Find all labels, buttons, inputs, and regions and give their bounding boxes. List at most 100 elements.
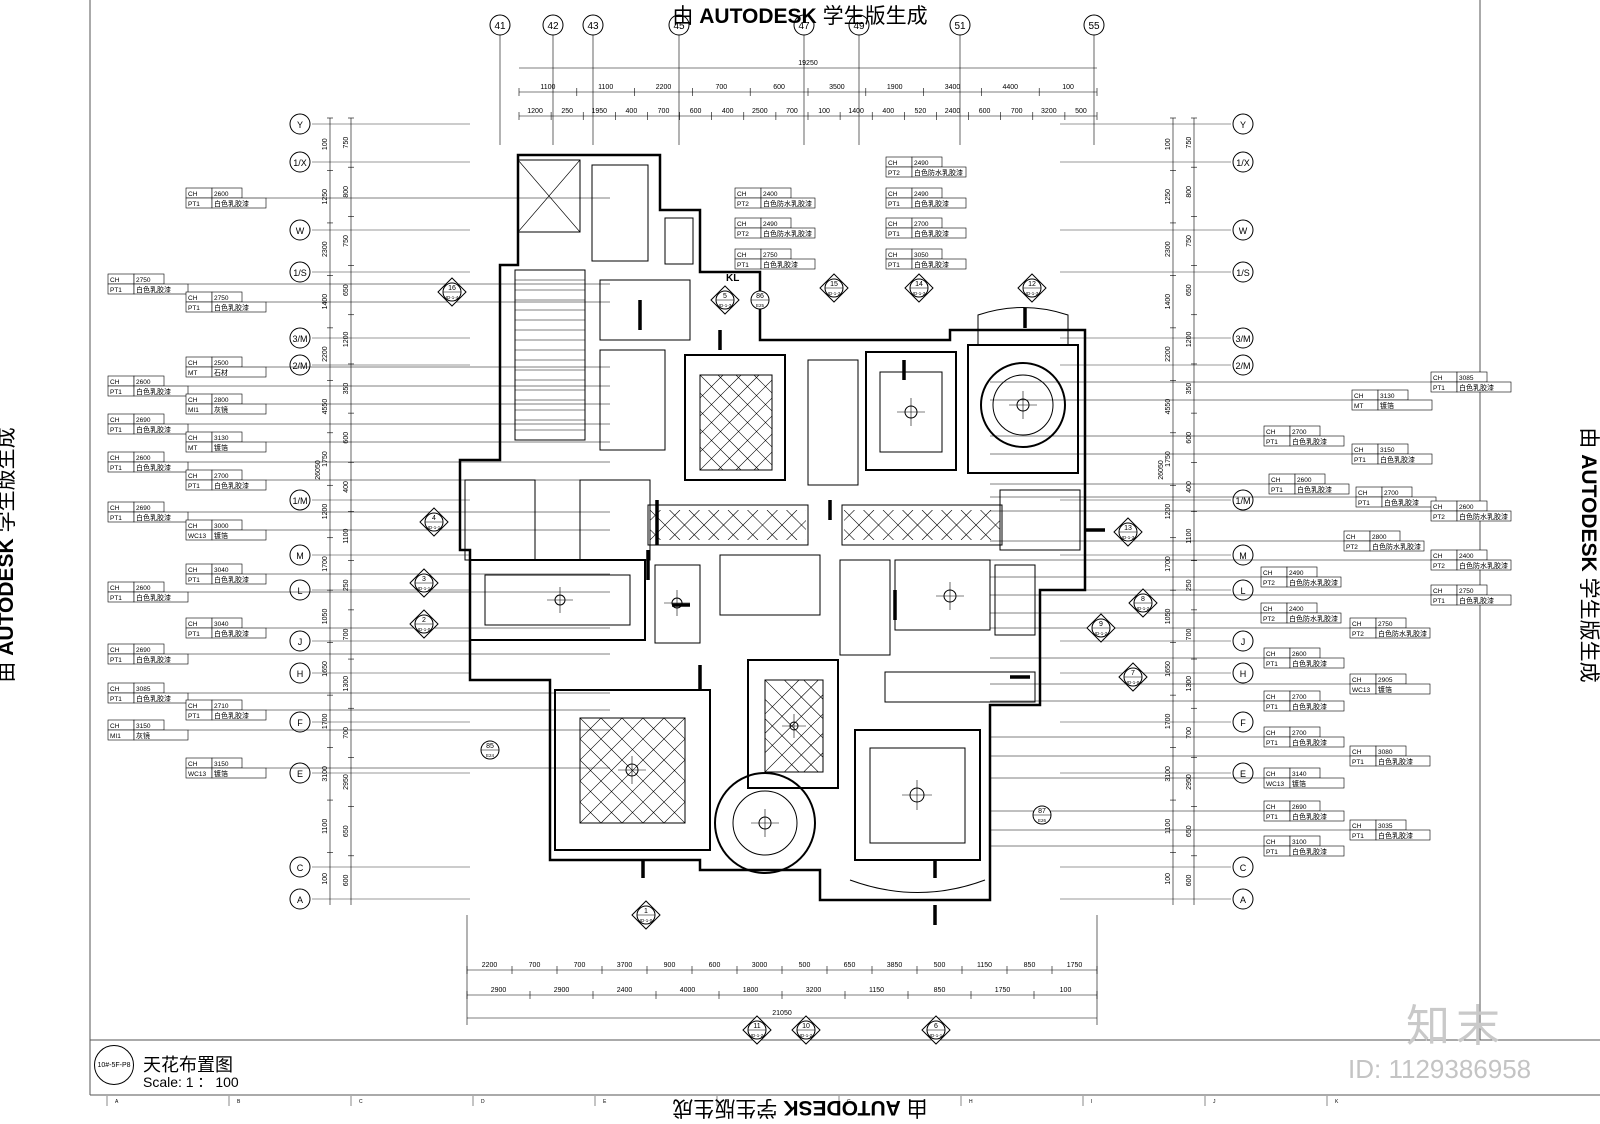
axis-bubble-3-M-right xyxy=(1232,327,1254,349)
corridor-band-east-pattern-line xyxy=(747,510,777,540)
section-marker-ref: E24 xyxy=(486,753,495,758)
dim-left-inner-value: 350 xyxy=(343,383,350,395)
label-left-box xyxy=(211,627,267,639)
label-top-mat-code: PT1 xyxy=(737,262,749,269)
dim-right-outer-value: 1700 xyxy=(1165,556,1172,572)
sw-room-diamond-line xyxy=(621,759,685,823)
dim-top-row2-value: 400 xyxy=(882,108,894,115)
dim-bottom-row1-value: 900 xyxy=(664,962,676,969)
label-right-mat-name: 白色乳胶漆 xyxy=(1292,812,1327,821)
label-right-mat-code: PT1 xyxy=(1358,500,1370,507)
corridor-band-west-pattern-line xyxy=(747,510,778,540)
label-left-mat-name: 白色乳胶漆 xyxy=(136,694,171,703)
label-left-mat-name: 白色乳胶漆 xyxy=(214,303,249,312)
bay-window-north xyxy=(977,307,1069,346)
dim-bottom-row1-value: 1150 xyxy=(977,962,992,969)
label-right-mat-name: 白色乳胶漆 xyxy=(1384,498,1419,507)
family-diamond-line xyxy=(765,680,800,715)
label-left-mat-name: 白色乳胶漆 xyxy=(214,481,249,490)
section-marker-number: 5 xyxy=(723,293,727,300)
label-top-ch-key: CH xyxy=(888,221,898,228)
label-left-mat-code: PT1 xyxy=(110,465,122,472)
corridor-band-west-pattern-line xyxy=(845,510,875,540)
dim-left-inner-value: 650 xyxy=(343,284,350,296)
label-right-ch-key: CH xyxy=(1266,839,1276,846)
dim-top-row1-value: 4400 xyxy=(1003,84,1019,91)
axis-label-A: A xyxy=(1240,895,1246,905)
section-marker-ref: ID-1-4 xyxy=(446,295,459,300)
label-left-box xyxy=(211,709,267,721)
label-left-ch-key: CH xyxy=(110,723,120,730)
label-left-ch-value: 2690 xyxy=(136,647,151,654)
family-diamond-line xyxy=(862,680,954,772)
dining-diamond xyxy=(700,375,885,470)
label-left-ch-key: CH xyxy=(110,417,120,424)
dim-left-outer-value: 100 xyxy=(322,138,329,150)
label-left-ch-key: CH xyxy=(110,277,120,284)
dim-top-row2-value: 250 xyxy=(561,108,573,115)
sw-room-diamond-line xyxy=(600,738,685,823)
family-ceiling-frame xyxy=(747,659,839,789)
section-marker-number: 7 xyxy=(1131,670,1135,677)
se-room-ceiling xyxy=(854,729,981,861)
axis-label-E: E xyxy=(1240,769,1246,779)
dining-diamond-line xyxy=(753,451,772,470)
sw-room-ceiling xyxy=(554,689,711,851)
label-left-mat-name: 白色乳胶漆 xyxy=(214,575,249,584)
dim-left-outer-value: 1250 xyxy=(322,189,329,205)
label-left-mat-code: PT1 xyxy=(110,657,122,664)
dim-bottom-row1-value: 500 xyxy=(799,962,811,969)
axis-label-W: W xyxy=(296,226,305,236)
dim-bottom-row2-value: 2900 xyxy=(554,987,570,994)
dining-diamond-line xyxy=(790,375,885,470)
label-top-ch-key: CH xyxy=(888,252,898,259)
corridor-band-east-pattern-line xyxy=(844,529,855,540)
drawing-badge: 10#-5F-P8 xyxy=(94,1045,134,1085)
family-ceiling-inner xyxy=(764,679,824,773)
dim-bottom-row1-value: 650 xyxy=(844,962,856,969)
label-left-box xyxy=(211,479,267,491)
dim-top-row2-value: 100 xyxy=(818,108,830,115)
label-right-ch-value: 2750 xyxy=(1378,621,1393,628)
label-left-ch-key: CH xyxy=(188,761,198,768)
family-diamond-line xyxy=(822,680,823,681)
axis-label-3-M: 3/M xyxy=(292,334,307,344)
label-right-box xyxy=(1377,453,1433,465)
axis-bubble-C-left xyxy=(289,856,311,878)
section-marker-ref: ID-1-2 xyxy=(800,1033,813,1038)
label-right-ch-key: CH xyxy=(1352,621,1362,628)
label-right-mat-code: PT1 xyxy=(1433,598,1445,605)
dim-left-inner-value: 1100 xyxy=(343,528,350,543)
dim-top-row2-value: 600 xyxy=(690,108,702,115)
label-left-ch-key: CH xyxy=(188,523,198,530)
axis-bubble-W-left xyxy=(289,219,311,241)
axis-label-1-M: 1/M xyxy=(292,496,307,506)
axis-bubble-1-X-left xyxy=(289,151,311,173)
corridor-band-west-pattern-line xyxy=(572,510,602,540)
sw-room-diamond-line xyxy=(580,718,665,803)
label-top-ch-value: 2490 xyxy=(763,221,778,228)
label-left-ch-value: 3085 xyxy=(136,686,151,693)
sw-room-diamond-line xyxy=(769,718,874,823)
dim-right-total: 26050 xyxy=(1158,460,1165,480)
section-marker-ref: ID-1-1 xyxy=(418,586,431,591)
label-right-mat-code: WC13 xyxy=(1266,781,1284,788)
corridor-band-west-pattern-line xyxy=(533,510,563,540)
corridor-band-west-pattern-line xyxy=(904,510,934,540)
corridor-band-west-pattern-line xyxy=(708,510,739,540)
sw-room-diamond-line xyxy=(580,718,602,740)
corridor-band-west-pattern-line xyxy=(865,510,895,540)
axis-label-47: 47 xyxy=(798,21,810,32)
corridor-band-west-pattern-line xyxy=(727,510,759,540)
corridor-band-west-pattern-line xyxy=(923,510,953,540)
label-right-ch-key: CH xyxy=(1263,570,1273,577)
dim-right-outer-value: 3100 xyxy=(1165,766,1172,782)
axis-label-49: 49 xyxy=(853,21,865,32)
dim-top-row1-value: 100 xyxy=(1062,84,1074,91)
dim-top-row1-value: 600 xyxy=(773,84,785,91)
axis-label-2-M: 2/M xyxy=(292,361,307,371)
label-left-box xyxy=(133,385,189,397)
label-right-mat-code: PT1 xyxy=(1266,439,1278,446)
dining-diamond-line xyxy=(771,469,772,470)
axis-bubble-L-left xyxy=(289,579,311,601)
